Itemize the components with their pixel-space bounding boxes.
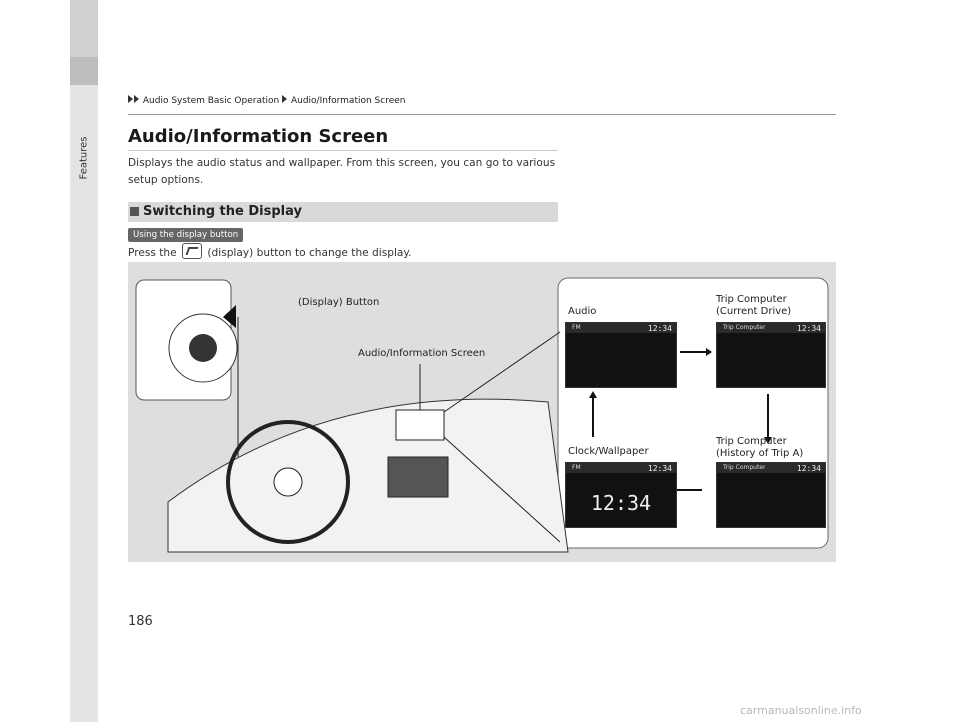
sidebar-section: Features — [73, 118, 95, 198]
instruction-before: Press the — [128, 247, 177, 259]
clock-big-time: 12:34 — [590, 491, 652, 515]
display-button-label: (Display) Button — [298, 297, 380, 308]
steering-wheel — [226, 420, 350, 544]
trip-history-label-2: (History of Trip A) — [716, 448, 804, 459]
sidebar-tab — [70, 57, 98, 85]
page-title: Audio/Information Screen — [128, 126, 389, 147]
panel-line-top — [443, 331, 561, 413]
screen-label: Audio/Information Screen — [358, 348, 486, 359]
breadcrumb-divider — [128, 114, 836, 115]
sidebar-section-label: Features — [78, 136, 90, 180]
center-display — [387, 456, 449, 498]
breadcrumb-level1[interactable]: Audio System Basic Operation — [142, 96, 280, 106]
breadcrumb-level2[interactable]: Audio/Information Screen — [290, 96, 406, 106]
clock-screen-time: 12:34 — [647, 464, 672, 473]
pointer-arrow-icon — [223, 305, 236, 328]
dashboard — [167, 398, 569, 553]
watermark: carmanualsonline.info — [740, 704, 862, 717]
audio-source: FM — [572, 324, 581, 331]
section-heading: Switching the Display — [128, 202, 558, 222]
section-square-icon — [130, 207, 139, 216]
trip-current-label-1: Trip Computer — [716, 294, 787, 305]
clock-screen-bar — [566, 463, 676, 473]
audio-screen-bar — [566, 323, 676, 333]
clock-screen: FM 12:34 12:34 — [565, 462, 677, 528]
breadcrumb-arrow-icon — [134, 95, 139, 103]
audio-screen: FM 12:34 — [565, 322, 677, 388]
sidebar-band — [70, 0, 98, 57]
panel-line-bottom — [443, 436, 561, 543]
info-screen — [395, 409, 445, 441]
breadcrumb-arrow-icon — [128, 95, 133, 103]
intro-text: Displays the audio status and wallpaper.… — [128, 157, 556, 186]
instruction-after: (display) button to change the display. — [207, 247, 412, 259]
trip-current-label-2: (Current Drive) — [716, 306, 792, 317]
clock-label: Clock/Wallpaper — [568, 446, 649, 457]
horn-badge-icon — [273, 467, 303, 497]
source-button-icon — [189, 334, 217, 362]
instruction: Press the (display) button to change the… — [128, 243, 412, 259]
trip-history-label-1: Trip Computer — [716, 436, 787, 447]
clock-source: FM — [572, 464, 581, 471]
title-divider — [128, 150, 558, 151]
breadcrumb: Audio System Basic Operation Audio/Infor… — [128, 95, 405, 106]
audio-screen-time: 12:34 — [647, 324, 672, 333]
sidebar: Features — [70, 0, 98, 722]
arrow-head-icon — [706, 348, 712, 356]
page-number: 186 — [128, 614, 153, 629]
trip-current-title: Trip Computer — [723, 324, 766, 331]
trip-history-screen: Trip Computer 12:34 — [716, 462, 826, 528]
display-button-icon — [182, 243, 203, 259]
trip-history-title: Trip Computer — [723, 464, 766, 471]
trip-history-bar — [717, 463, 825, 473]
trip-current-bar — [717, 323, 825, 333]
audio-label: Audio — [568, 306, 597, 317]
arrow-head-icon — [589, 391, 597, 398]
trip-current-screen: Trip Computer 12:34 — [716, 322, 826, 388]
method-tag: Using the display button — [128, 228, 244, 242]
breadcrumb-arrow-icon — [282, 95, 288, 103]
arrow-head-icon — [764, 437, 772, 444]
trip-current-time: 12:34 — [796, 324, 821, 333]
section-heading-text: Switching the Display — [143, 204, 302, 219]
trip-history-time: 12:34 — [796, 464, 821, 473]
illustration: (Display) Button Audio/Information Scree… — [128, 262, 836, 562]
